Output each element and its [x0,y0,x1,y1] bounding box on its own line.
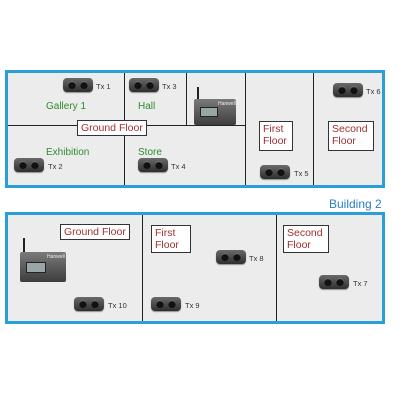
building-2-title: Building 2 [329,197,382,211]
hub-display [200,107,218,117]
floor-ground-label: Ground Floor [77,120,147,136]
transmitter-label: Tx 4 [171,162,186,171]
floor-first-label: First Floor [151,225,191,253]
floor-second-label: Second Floor [283,225,329,253]
wall-gallery-hall [124,73,125,125]
zone-exhibition-label: Exhibition [46,147,90,158]
transmitter-icon [319,275,349,289]
hub-brand: Hanwell [47,254,65,260]
zone-hall-label: Hall [138,101,156,112]
transmitter-label: Tx 8 [249,254,264,263]
zone-gallery-label: Gallery 1 [46,101,87,112]
hub-brand: Hanwell [218,101,236,107]
transmitter-icon [138,158,168,172]
antenna-icon [23,238,25,252]
transmitter-icon [74,297,104,311]
transmitter-icon [63,78,93,92]
floor-first-label: First Floor [259,121,293,151]
transmitter-icon [333,83,363,97]
zone-store-label: Store [138,147,162,158]
transmitter-label: Tx 7 [353,279,368,288]
wall-exhibition-store [124,126,125,185]
transmitter-icon [151,297,181,311]
receiver-hub-2: Hanwell [20,238,66,282]
transmitter-label: Tx 1 [96,82,111,91]
transmitter-label: Tx 2 [48,162,63,171]
transmitter-icon [129,78,159,92]
antenna-icon [197,87,199,99]
receiver-hub-1: Hanwell [194,87,236,125]
floor-ground-label: Ground Floor [60,224,130,240]
transmitter-label: Tx 6 [366,87,381,96]
building-2: Ground Floor First Floor Second Floor Ha… [5,212,385,324]
hub-display [26,262,46,273]
wall-ground-right [245,73,246,185]
transmitter-label: Tx 5 [294,169,309,178]
wall-first-right [313,73,314,185]
transmitter-label: Tx 9 [185,301,200,310]
transmitter-icon [260,165,290,179]
transmitter-label: Tx 10 [108,301,127,310]
wall-hall-office [186,73,187,125]
floor-second-label: Second Floor [328,121,374,151]
transmitter-icon [216,250,246,264]
transmitter-icon [14,158,44,172]
wall-ground-first [142,215,143,321]
wall-first-second [276,215,277,321]
transmitter-label: Tx 3 [162,82,177,91]
building-1: Gallery 1 Hall Exhibition Store Ground F… [5,70,385,188]
